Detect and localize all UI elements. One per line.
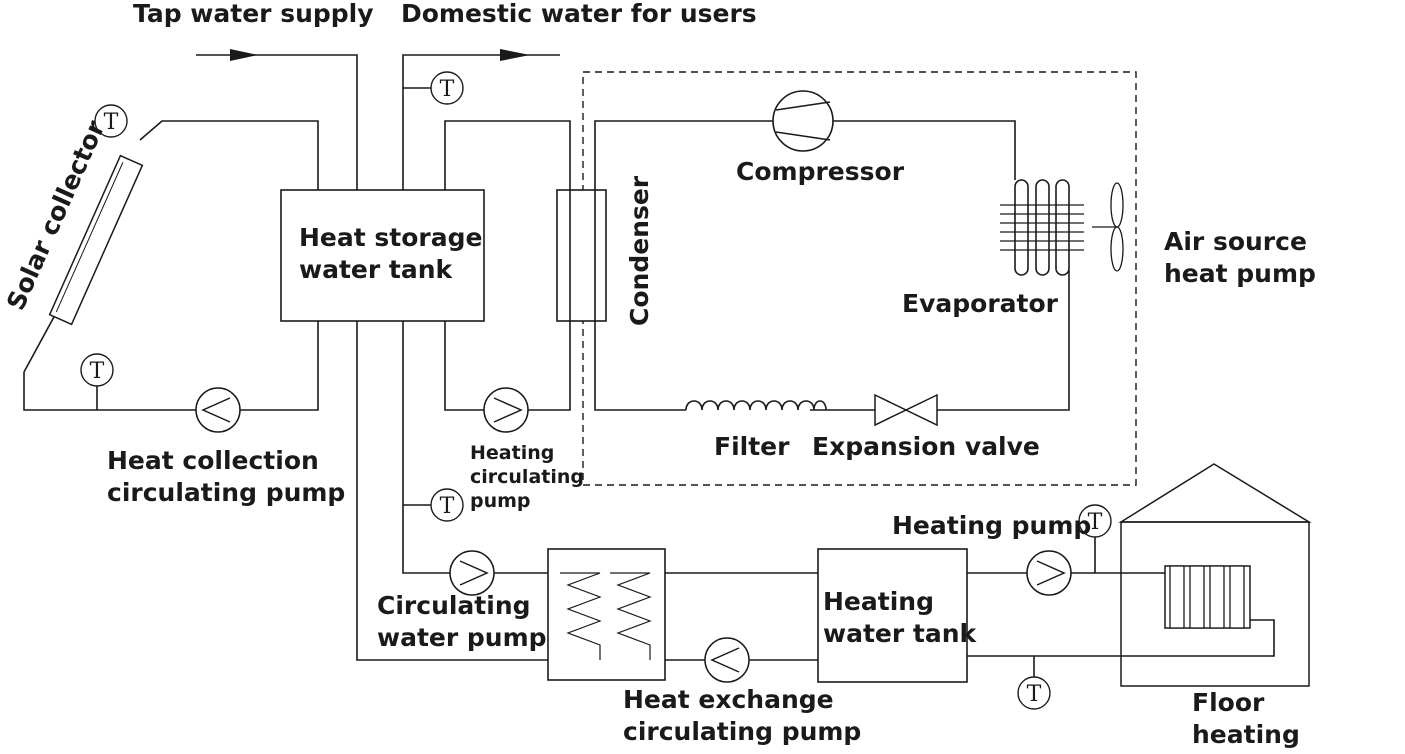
svg-text:T: T <box>1088 510 1103 535</box>
collector-bottom-link <box>23 314 56 373</box>
evaporator-label: Evaporator <box>902 289 1059 318</box>
collector-return-pipe-right <box>240 321 319 411</box>
heat-exchanger-coil-icon <box>560 572 652 660</box>
heat-collection-pump-label-line2: circulating pump <box>107 478 345 507</box>
refrigerant-pipe-bottom-left <box>594 321 686 411</box>
solar-collector <box>48 154 144 326</box>
heating-circ-pump-label-line3: pump <box>470 490 531 512</box>
heating-water-tank <box>817 548 968 683</box>
heating-circ-pump-label-line1: Heating <box>470 442 554 464</box>
tap-water-supply-pipe <box>196 54 358 190</box>
domestic-water-arrow-icon <box>500 49 530 61</box>
flow-arrows <box>230 49 530 61</box>
svg-text:T: T <box>104 110 119 135</box>
domestic-water-pipe <box>402 54 560 190</box>
floor-heating-label-line2: heating <box>1192 720 1300 749</box>
filter-label: Filter <box>714 432 790 461</box>
compressor-icon <box>772 90 834 152</box>
refrigerant-pipe-top-right <box>833 120 1016 180</box>
temperature-sensor-icon: T <box>1078 504 1112 538</box>
exchanger-supply-pipe-left <box>402 321 450 574</box>
svg-text:T: T <box>440 494 455 519</box>
evaporator-icon <box>1000 179 1084 276</box>
refrigerant-pipe-top-left <box>594 120 773 190</box>
filter-icon <box>685 400 827 411</box>
temperature-sensor-icon: T <box>1017 676 1051 710</box>
air-source-label-line2: heat pump <box>1164 259 1316 288</box>
heating-circ-pump-label-line2: circulating <box>470 466 584 488</box>
floor-heating-label-line1: Floor <box>1192 688 1265 717</box>
heat-exchange-pump-label-line1: Heat exchange <box>623 685 834 714</box>
heating-tank-label-line2: water tank <box>823 619 978 648</box>
house-icon <box>1118 463 1312 687</box>
heat-exchange-pump-icon <box>704 637 750 683</box>
fan-icon <box>1092 182 1124 272</box>
exchanger-return-pipe <box>356 321 548 661</box>
temperature-sensor-icon: T <box>430 488 464 522</box>
tap-water-arrow-icon <box>230 49 258 61</box>
condenser-supply-pipe <box>444 120 571 190</box>
expansion-valve-label: Expansion valve <box>812 432 1040 461</box>
heat-exchange-pump-label-line2: circulating pump <box>623 717 861 746</box>
compressor-label: Compressor <box>736 157 905 186</box>
domestic-water-label: Domestic water for users <box>401 0 757 28</box>
air-source-label-line1: Air source <box>1164 227 1307 256</box>
collector-supply-pipe <box>139 120 319 190</box>
temperature-sensor-icon: T <box>80 353 114 387</box>
circulating-water-pump-label-line1: Circulating <box>377 591 531 620</box>
collector-return-pipe-left <box>23 372 196 411</box>
heating-pump-icon <box>1026 550 1072 596</box>
condenser-tubes <box>569 190 596 321</box>
heating-tank-label-line1: Heating <box>823 587 934 616</box>
condenser-label: Condenser <box>625 175 654 326</box>
heat-collection-pump-label-line1: Heat collection <box>107 446 319 475</box>
expansion-valve-icon <box>874 393 938 427</box>
circulating-water-pump-icon <box>449 550 495 596</box>
heating-circulating-pump-icon <box>483 387 529 433</box>
heating-pump-label: Heating pump <box>892 511 1091 540</box>
svg-text:T: T <box>1027 682 1042 707</box>
heat-storage-label-line1: Heat storage <box>299 223 482 252</box>
refrigerant-pipe-right <box>937 270 1070 411</box>
svg-text:T: T <box>440 77 455 102</box>
radiator-icon <box>1164 565 1251 629</box>
heat-collection-pump-icon <box>195 387 241 433</box>
heat-storage-tank <box>280 189 485 322</box>
temperature-sensor-icon: T <box>430 71 464 105</box>
temperature-sensor-icon: T <box>94 104 128 138</box>
heat-exchanger <box>547 548 666 681</box>
condenser-return-pipe-left <box>444 321 484 411</box>
air-source-heat-pump-boundary <box>582 71 1137 486</box>
heat-storage-label-line2: water tank <box>299 255 454 284</box>
condenser-return-pipe-right <box>528 321 571 411</box>
condenser <box>556 189 607 322</box>
circulating-water-pump-label-line2: water pump <box>377 623 547 652</box>
tap-water-supply-label: Tap water supply <box>133 0 374 28</box>
svg-text:T: T <box>90 359 105 384</box>
